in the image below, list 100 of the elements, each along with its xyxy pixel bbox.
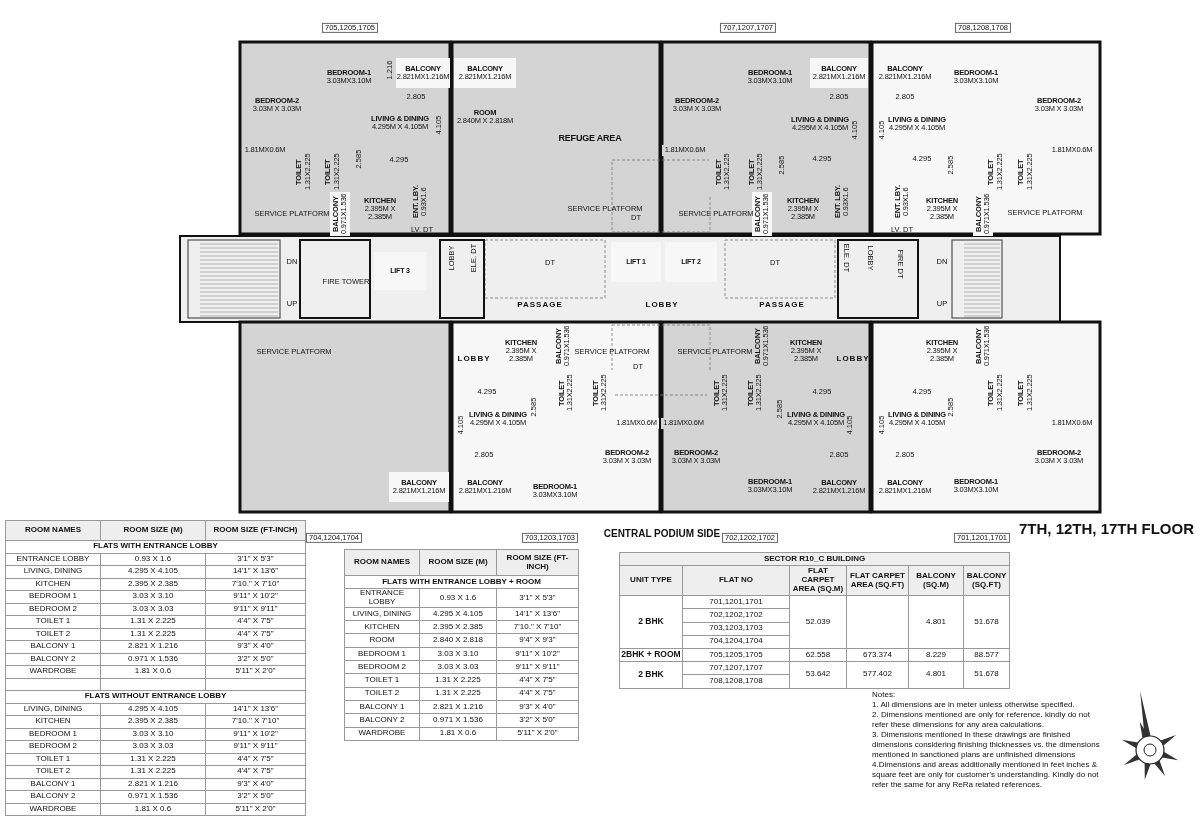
table-header-cell: FLAT CARPET AREA (SQ.M)	[789, 565, 847, 596]
table-cell: 3.03 X 3.10	[419, 647, 497, 661]
table-header-cell: ROOM SIZE (M)	[100, 520, 206, 541]
table-cell: 8.229	[908, 648, 964, 662]
table-cell: 577.402	[846, 661, 909, 688]
table-cell: 1.31 X 2.225	[419, 673, 497, 688]
table-cell: 9'11" X 9'11"	[205, 603, 306, 616]
table-cell: WARDROBE	[5, 665, 101, 678]
table-cell: LIVING, DINING	[5, 703, 101, 716]
table-cell: 4.295 X 4.105	[419, 607, 497, 621]
table-cell: 62.558	[789, 648, 847, 662]
note-text: 1. All dimensions are in meter unless otherwise specified.	[872, 700, 1076, 710]
table-cell: TOILET 2	[5, 628, 101, 641]
table-cell: 2.395 X 2.385	[419, 620, 497, 634]
table-cell: 3'2" X 5'0"	[205, 790, 306, 803]
table-header-cell: FLAT CARPET AREA (SQ.FT)	[846, 565, 909, 596]
table-cell: 1.81 X 0.6	[100, 803, 206, 816]
table-cell: 2.821 X 1.216	[100, 778, 206, 791]
table-cell: 4.295 X 4.105	[100, 565, 206, 578]
table-cell: 4.801	[908, 595, 964, 649]
table-cell: BALCONY 1	[5, 640, 101, 653]
table-cell: BALCONY 1	[5, 778, 101, 791]
table-cell: 7'10." X 7'10"	[205, 578, 306, 591]
table-cell: 0.971 X 1.536	[419, 713, 497, 728]
table-cell: 4'4" X 7'5"	[205, 765, 306, 778]
table-cell: BALCONY 1	[344, 700, 420, 714]
table-cell: 52.039	[789, 595, 847, 649]
table-cell: 5'11" X 2'0"	[205, 803, 306, 816]
table-cell: 1.81 X 0.6	[100, 665, 206, 678]
table-cell: 3.03 X 3.10	[100, 590, 206, 603]
table-cell: 0.93 X 1.6	[100, 553, 206, 566]
table-cell: 3'2" X 5'0"	[496, 713, 579, 728]
table-cell: 2BHK + ROOM	[619, 648, 683, 662]
table-cell: 2.821 X 1.216	[100, 640, 206, 653]
table-cell: KITCHEN	[5, 578, 101, 591]
area-label: LOBBY	[836, 354, 870, 364]
table-cell: 1.31 X 2.225	[100, 753, 206, 766]
floor-title: 7TH, 12TH, 17TH FLOOR	[1018, 520, 1194, 537]
table-cell: ENTRANCE LOBBY	[5, 553, 101, 566]
table-cell: 2.395 X 2.385	[100, 715, 206, 728]
table-header-cell: SECTOR R10_C BUILDING	[619, 552, 1010, 566]
table-cell: 5'11" X 2'0"	[496, 727, 579, 741]
table-cell: 1.31 X 2.225	[100, 628, 206, 641]
table-cell: 9'11" X 10'2"	[205, 590, 306, 603]
table-cell: 4.295 X 4.105	[100, 703, 206, 716]
table-header-cell: ROOM NAMES	[344, 549, 420, 576]
table-cell: 1.81 X 0.6	[419, 727, 497, 741]
table-cell: 2.840 X 2.818	[419, 634, 497, 648]
table-cell: 2.821 X 1.216	[419, 700, 497, 714]
table-header-cell: ROOM SIZE (M)	[419, 549, 497, 576]
table-cell: 4'4" X 7'5"	[205, 628, 306, 641]
table-cell: 3'1" X 5'3"	[205, 553, 306, 566]
table-cell: 0.93 X 1.6	[419, 588, 497, 608]
table-cell: BALCONY 2	[5, 653, 101, 666]
table-cell: KITCHEN	[5, 715, 101, 728]
table-cell: TOILET 2	[5, 765, 101, 778]
table-cell: 3.03 X 3.03	[100, 740, 206, 753]
table-cell: 3.03 X 3.03	[419, 660, 497, 674]
table-header-cell: ROOM NAMES	[5, 520, 101, 541]
table-cell: BEDROOM 2	[5, 740, 101, 753]
table-cell: 9'11" X 9'11"	[205, 740, 306, 753]
room-area	[330, 192, 350, 236]
table-cell: 14'1" X 13'6"	[496, 607, 579, 621]
room-area	[752, 192, 772, 236]
table-cell: BEDROOM 2	[5, 603, 101, 616]
room-name: REFUGE AREA	[558, 134, 622, 144]
table-cell: BEDROOM 2	[344, 660, 420, 674]
notes-heading: Notes:	[872, 690, 897, 700]
table-section-cell: FLATS WITH ENTRANCE LOBBY + ROOM	[344, 575, 579, 589]
table-cell: 673.374	[846, 648, 909, 662]
room-area	[810, 58, 868, 88]
area-label: PASSAGE	[517, 300, 563, 310]
table-cell: 51.678	[963, 661, 1010, 688]
table-cell: LIVING, DINING	[5, 565, 101, 578]
table-cell: 1.31 X 2.225	[100, 765, 206, 778]
table-header-cell: FLAT NO	[682, 565, 790, 596]
table-cell: 53.642	[789, 661, 847, 688]
table-cell: 2.395 X 2.385	[100, 578, 206, 591]
note-text: 3. Dimensions mentioned in these drawings are finished dimensions considering finishing thicknesses vs. the dimensions mentioned in sanctioned plans are unfinished dimensions	[872, 730, 1100, 760]
room-area	[454, 58, 516, 88]
table-cell: 14'1" X 13'6"	[205, 565, 306, 578]
table-cell: BALCONY 2	[344, 713, 420, 728]
table-cell: 2 BHK	[619, 595, 683, 649]
table-cell: 3'2" X 5'0"	[205, 653, 306, 666]
table-cell: 51.678	[963, 595, 1010, 649]
table-cell: 707,1207,1707	[682, 661, 790, 675]
table-cell: WARDROBE	[5, 803, 101, 816]
area-label: LOBBY	[645, 300, 679, 310]
note-text: 4.Dimensions and areas additionally mentioned in feet inches & square feet are only for customer's understanding. Kindly do not refer the same for any ReRa related references.	[872, 760, 1100, 790]
side-label: CENTRAL PODIUM SIDE	[603, 527, 721, 539]
table-cell: 14'1" X 13'6"	[205, 703, 306, 716]
table-cell: 4.801	[908, 661, 964, 688]
table-cell: 0.971 X 1.536	[100, 653, 206, 666]
table-cell: 9'11" X 10'2"	[205, 728, 306, 741]
table-cell: ENTRANCE LOBBY	[344, 588, 420, 608]
table-cell: TOILET 1	[5, 753, 101, 766]
table-cell: TOILET 1	[5, 615, 101, 628]
note-text: 2. Dimensions mentioned are only for reference. kindly do not refer these dimensions for any area calculations.	[872, 710, 1091, 730]
table-cell: 9'3" X 4'0"	[205, 640, 306, 653]
table-cell: 7'10." X 7'10"	[496, 620, 579, 634]
